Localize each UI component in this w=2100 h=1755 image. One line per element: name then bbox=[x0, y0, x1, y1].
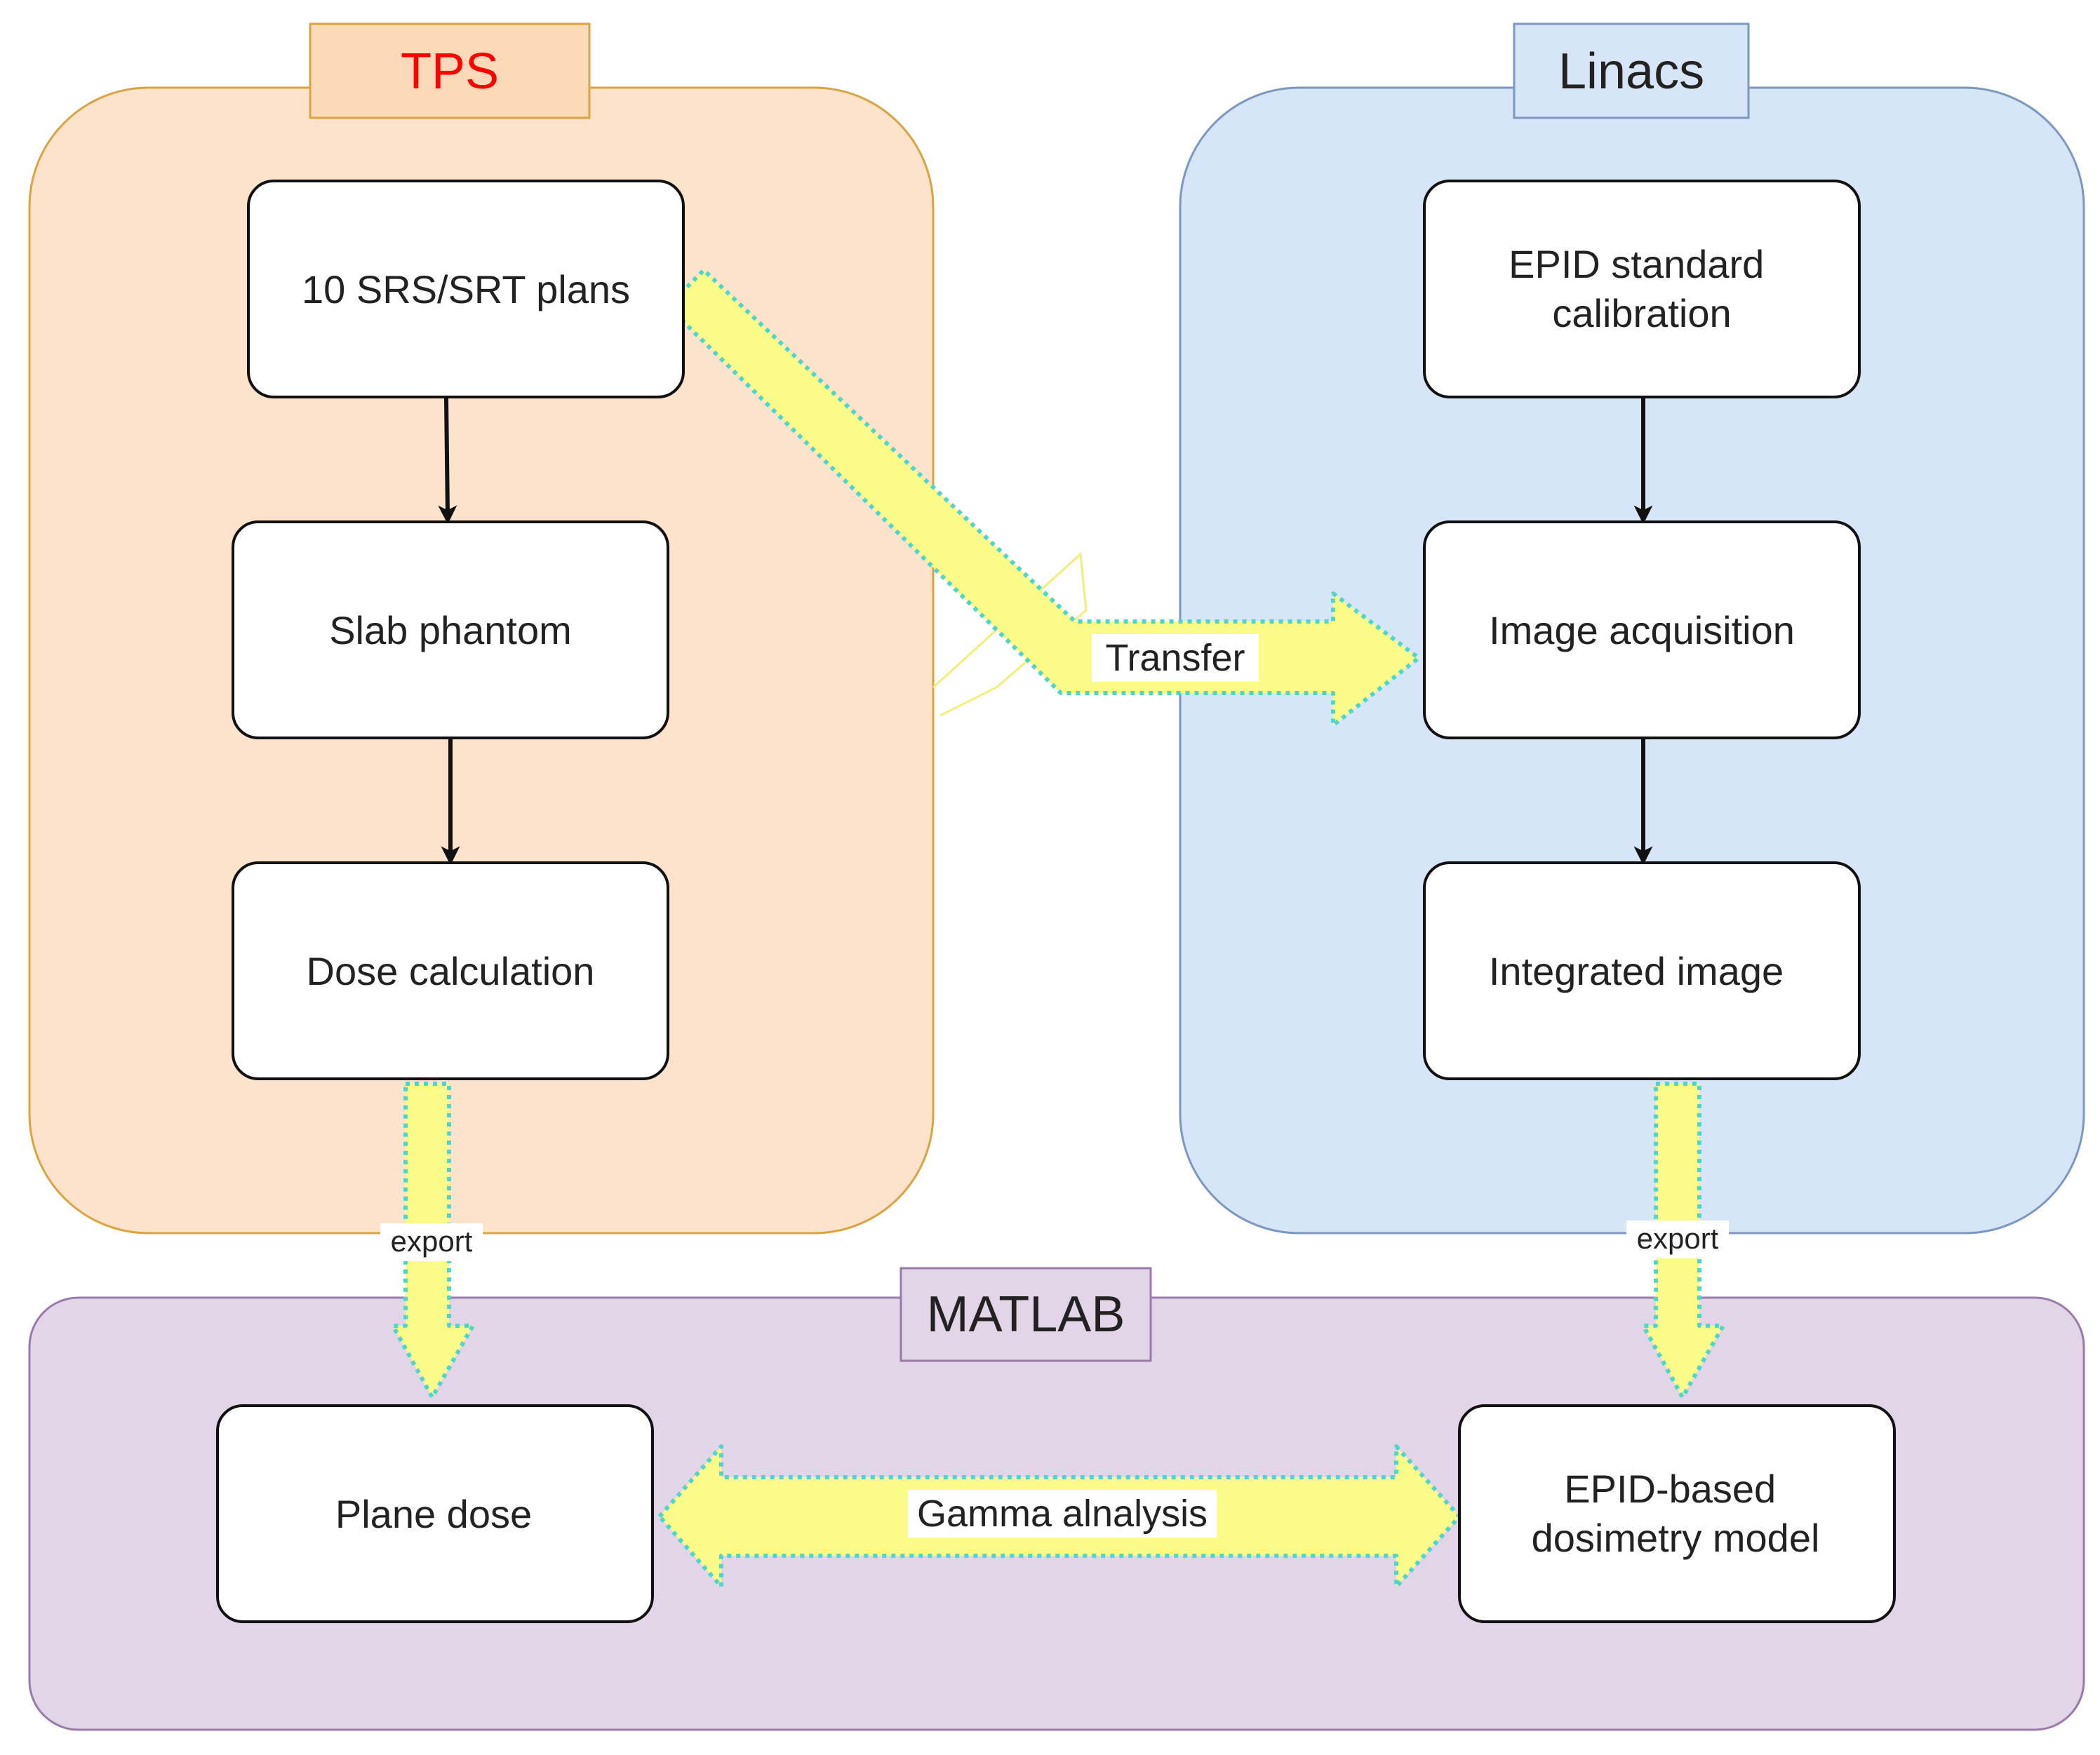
node-plane-dose-line-1: Plane dose bbox=[335, 1492, 532, 1536]
linacs-title-box bbox=[1513, 22, 1750, 119]
tps-title-text: TPS bbox=[401, 43, 499, 100]
tps-title: TPS bbox=[309, 22, 591, 119]
matlab-title-text: MATLAB bbox=[927, 1286, 1125, 1343]
node-epid-model-line-2: dosimetry model bbox=[1532, 1516, 1820, 1560]
node-dose-calc-line-1: Dose calculation bbox=[307, 949, 595, 993]
node-integrated-line-1: Integrated image bbox=[1489, 949, 1784, 993]
matlab-title: MATLAB bbox=[899, 1267, 1152, 1362]
node-image-acq-line-1: Image acquisition bbox=[1489, 608, 1795, 652]
export-linac-label-text: export bbox=[1637, 1222, 1719, 1255]
tps-title-box bbox=[309, 22, 591, 119]
node-epid-cal-line-1: EPID standard bbox=[1509, 242, 1764, 286]
node-image-acq-label: Image acquisition bbox=[1489, 608, 1795, 652]
node-epid-model-line-1: EPID-based bbox=[1564, 1467, 1776, 1511]
node-image-acq: Image acquisition bbox=[1423, 520, 1861, 739]
transfer-label: Transfer bbox=[1092, 634, 1259, 682]
node-plans-line-1: 10 SRS/SRT plans bbox=[302, 267, 630, 311]
node-plans: 10 SRS/SRT plans bbox=[247, 180, 685, 398]
gamma-label: Gamma alnalysis bbox=[908, 1490, 1217, 1538]
node-dose-calc-label: Dose calculation bbox=[307, 949, 595, 993]
export-linac-label: export bbox=[1626, 1221, 1729, 1258]
arrow-plans-to-slab bbox=[438, 398, 457, 525]
node-epid-cal-label: EPID standard calibration bbox=[1509, 242, 1775, 335]
node-epid-model: EPID-based dosimetry model bbox=[1458, 1404, 1896, 1623]
linacs-title: Linacs bbox=[1513, 22, 1750, 119]
node-slab: Slab phantom bbox=[232, 520, 669, 739]
node-plane-dose: Plane dose bbox=[216, 1404, 654, 1623]
transfer-label-text: Transfer bbox=[1105, 637, 1245, 679]
matlab-title-box bbox=[899, 1267, 1152, 1362]
gamma-label-text: Gamma alnalysis bbox=[917, 1493, 1208, 1535]
node-plane-dose-label: Plane dose bbox=[335, 1492, 532, 1536]
transfer-arrow bbox=[666, 268, 1421, 727]
linacs-title-text: Linacs bbox=[1558, 43, 1704, 100]
node-plans-label: 10 SRS/SRT plans bbox=[302, 267, 630, 311]
export-tps-label: export bbox=[380, 1223, 483, 1261]
node-epid-model-label: EPID-based dosimetry model bbox=[1532, 1467, 1820, 1560]
node-slab-line-1: Slab phantom bbox=[329, 608, 572, 652]
node-integrated-label: Integrated image bbox=[1489, 949, 1784, 993]
export-tps-label-text: export bbox=[391, 1225, 473, 1258]
node-dose-calc: Dose calculation bbox=[232, 861, 669, 1080]
node-epid-cal: EPID standard calibration bbox=[1423, 180, 1861, 398]
node-epid-cal-line-2: calibration bbox=[1552, 291, 1731, 335]
node-slab-label: Slab phantom bbox=[329, 608, 572, 652]
node-integrated: Integrated image bbox=[1423, 861, 1861, 1080]
